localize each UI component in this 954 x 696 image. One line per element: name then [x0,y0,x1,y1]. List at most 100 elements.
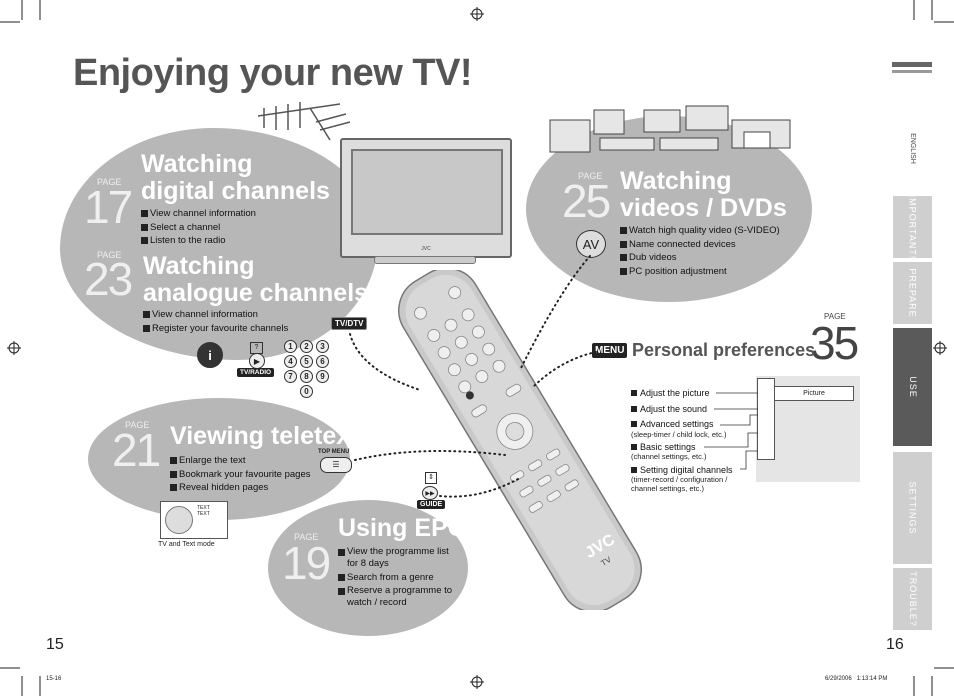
list-item: Register your favourite channels [143,322,288,336]
teletext-button[interactable]: ☰ [320,457,352,473]
list-item: View the programme list for 8 days [338,546,452,570]
page-label: PAGE [824,312,846,321]
header-bar [892,62,932,67]
av-button[interactable]: AV [576,230,606,258]
tv-brand: JVC [421,246,431,252]
videos-title-2: videos / DVDs [620,194,787,222]
devices-icon [549,105,791,153]
list-item: PC position adjustment [620,265,780,279]
page-number-digital: 17 [84,181,133,233]
menu-button[interactable]: MENU [592,343,628,358]
numpad-key-1[interactable]: 1 [284,340,297,353]
menu-picture-item[interactable]: Picture [774,386,854,401]
list-item: Bookmark your favourite pages [170,468,310,482]
menu-item-basic-sub: (channel settings, etc.) [631,452,707,461]
digital-list: View channel information Select a channe… [141,207,256,248]
page-number-epg: 19 [282,537,331,589]
forward-icon[interactable]: ▶▶ [422,486,438,500]
list-item: Watch high quality video (S-VIDEO) [620,224,780,238]
numpad-key-3[interactable]: 3 [316,340,329,353]
page-label: PAGE [294,532,319,542]
list-item: Listen to the radio [141,234,256,248]
tab-settings[interactable]: SETTINGS [893,452,932,564]
tv-screen [351,149,503,235]
file-label: 15-16 [46,676,62,682]
teletext-bubble [88,398,350,520]
tab-trouble[interactable]: TROUBLE? [893,568,932,630]
list-item: Search from a genre [338,571,452,585]
menu-item-digital: Setting digital channels [631,465,733,475]
page-number-analogue: 23 [84,253,133,305]
tv-radio-button[interactable]: TV/RADIO [237,368,275,377]
analogue-list: View channel information Register your f… [143,308,288,335]
teletext-title: Viewing teletext [170,422,359,450]
epg-title: Using EPG [338,514,468,542]
preferences-title: Personal preferences [632,340,816,360]
menu-item-basic: Basic settings [631,442,696,452]
menu-item-digital-sub: (timer-record / configuration / channel … [631,475,728,493]
page-number-videos: 25 [562,175,611,227]
menu-icon-column [757,378,775,460]
updown-icon: ⇕ [425,472,437,484]
page-label: PAGE [125,420,150,430]
tab-important[interactable]: IMPORTANT! [893,195,932,259]
page-label: PAGE [578,171,603,181]
list-item: View channel information [143,308,288,322]
list-item: Reserve a programme to watch / record [338,585,452,609]
menu-item-sound: Adjust the sound [631,404,707,414]
tv-text-caption: TV and Text mode [158,541,215,548]
analogue-title-1: Watching [143,252,255,280]
tab-prepare[interactable]: PREPARE [893,262,932,324]
page-title: Enjoying your new TV! [73,52,473,94]
analogue-title-2: analogue channels [143,279,369,307]
page-label: PAGE [97,177,122,187]
epg-bubble [268,500,468,636]
list-item: Enlarge the text [170,454,310,468]
numpad-key-6[interactable]: 6 [316,355,329,368]
menu-connector-lines [704,392,758,470]
epg-list: View the programme list for 8 days Searc… [338,546,452,609]
list-item: View channel information [141,207,256,221]
menu-item-picture: Adjust the picture [631,388,710,398]
page-number-teletext: 21 [112,424,161,476]
page-label: PAGE [97,250,122,260]
timestamp: 6/29/2006 1:13:14 PM [825,676,888,682]
page-number-left: 15 [46,636,64,653]
list-item: Reveal hidden pages [170,481,310,495]
menu-screen: Picture [756,376,860,482]
antenna-icon [257,102,351,141]
digital-analogue-bubble [60,128,378,360]
numpad-key-2[interactable]: 2 [300,340,313,353]
videos-title-1: Watching [620,167,732,195]
remote-control [398,270,642,610]
top-menu-label: TOP MENU [318,449,350,455]
menu-item-advanced: Advanced settings [631,419,714,429]
tv-picture-icon [165,506,193,534]
videos-list: Watch high quality video (S-VIDEO) Name … [620,224,780,278]
tv-stand [374,256,476,264]
tab-use[interactable]: USE [893,328,932,446]
tv-dtv-button[interactable]: TV/DTV [331,317,368,330]
header-bar [892,70,932,73]
digital-title-1: Watching [141,150,253,178]
numpad-key-7[interactable]: 7 [284,370,297,383]
info-button[interactable]: i [197,342,223,368]
numpad-key-5[interactable]: 5 [300,355,313,368]
list-item: Dub videos [620,251,780,265]
numpad-key-9[interactable]: 9 [316,370,329,383]
teletext-list: Enlarge the text Bookmark your favourite… [170,454,310,495]
list-item: Select a channel [141,221,256,235]
guide-button[interactable]: GUIDE [417,500,446,509]
menu-item-advanced-sub: (sleep-timer / child lock, etc.) [631,430,727,439]
numpad-key-0[interactable]: 0 [300,385,313,398]
tv-illustration: JVC [340,138,512,258]
list-item: Name connected devices [620,238,780,252]
numpad-key-8[interactable]: 8 [300,370,313,383]
numpad-key-4[interactable]: 4 [284,355,297,368]
digital-title-2: digital channels [141,177,330,205]
